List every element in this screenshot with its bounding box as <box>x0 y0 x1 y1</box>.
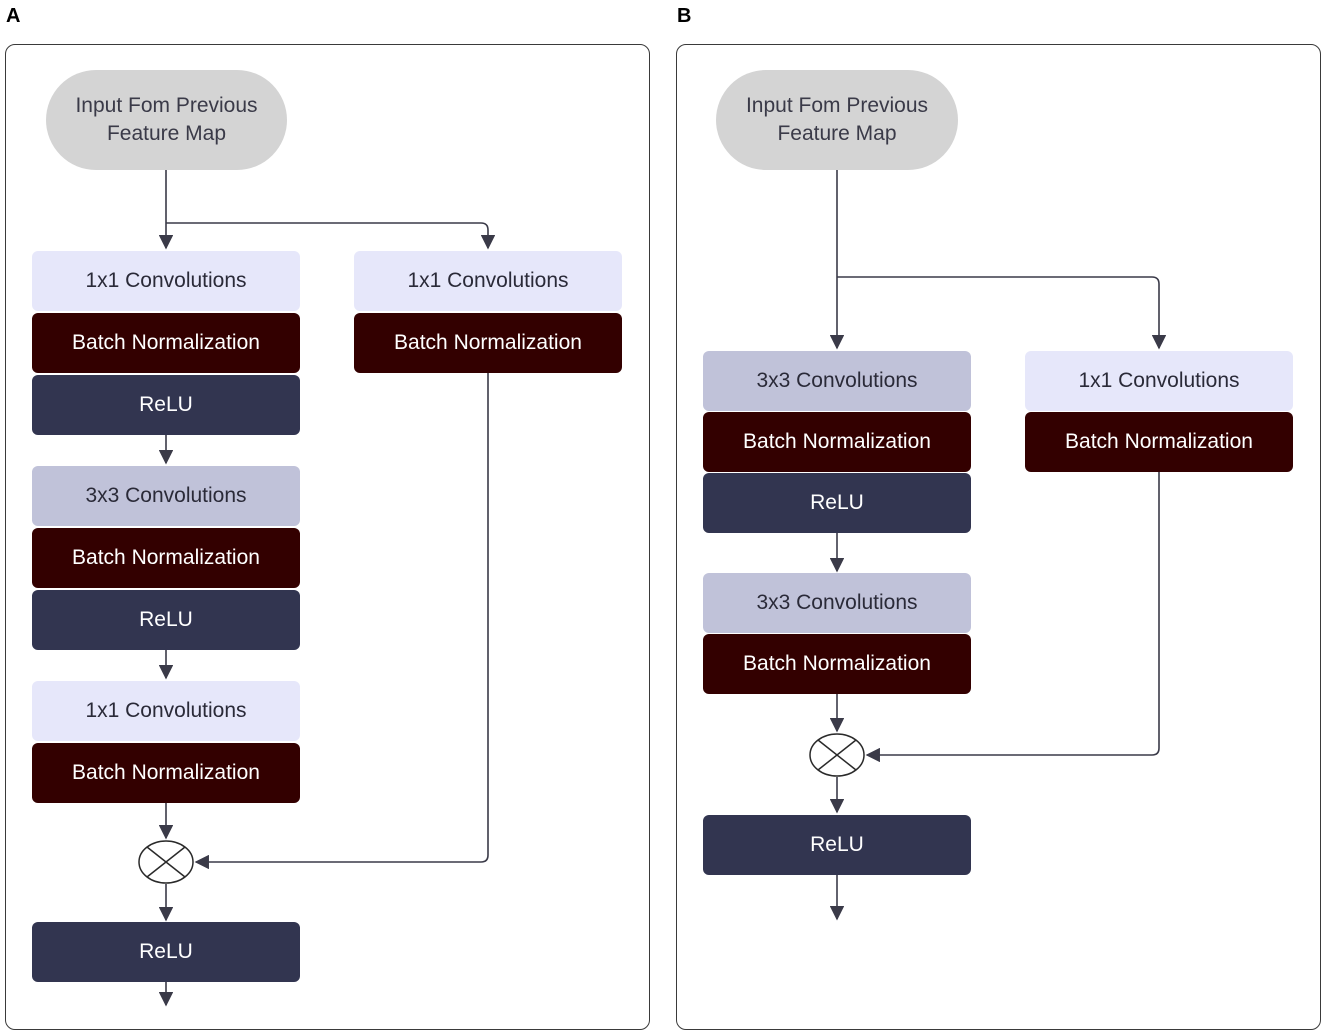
b-shortcut-batchnorm: Batch Normalization <box>1025 412 1293 472</box>
b-main-batchnorm-2: Batch Normalization <box>703 634 971 694</box>
merge-node-b <box>809 733 865 777</box>
panel-a-label: A <box>6 5 21 27</box>
edge-a-shortcut-to-add <box>194 373 489 870</box>
a-input-node: Input Fom Previous Feature Map <box>46 70 287 170</box>
b-main-batchnorm-1: Batch Normalization <box>703 412 971 472</box>
a-main-conv3x3: 3x3 Convolutions <box>32 466 300 526</box>
b-output-relu: ReLU <box>703 815 971 875</box>
a-main-conv1x1-1: 1x1 Convolutions <box>32 251 300 311</box>
b-shortcut-conv1x1: 1x1 Convolutions <box>1025 351 1293 411</box>
a-main-batchnorm-3: Batch Normalization <box>32 743 300 803</box>
a-main-batchnorm-1: Batch Normalization <box>32 313 300 373</box>
a-shortcut-conv1x1: 1x1 Convolutions <box>354 251 622 311</box>
a-main-batchnorm-2: Batch Normalization <box>32 528 300 588</box>
a-output-relu: ReLU <box>32 922 300 982</box>
b-main-relu: ReLU <box>703 473 971 533</box>
a-input-label: Input Fom Previous Feature Map <box>75 94 258 145</box>
edge-b-shortcut-to-add <box>865 472 1160 763</box>
a-main-conv1x1-2: 1x1 Convolutions <box>32 681 300 741</box>
b-input-node: Input Fom Previous Feature Map <box>716 70 958 170</box>
a-shortcut-batchnorm: Batch Normalization <box>354 313 622 373</box>
b-main-conv3x3-1: 3x3 Convolutions <box>703 351 971 411</box>
a-main-relu-2: ReLU <box>32 590 300 650</box>
merge-node-a <box>138 840 194 884</box>
edge-b-input-to-shortcut <box>837 276 1167 350</box>
b-main-conv3x3-2: 3x3 Convolutions <box>703 573 971 633</box>
panel-b-label: B <box>677 5 692 27</box>
edge-a-input-to-shortcut <box>166 222 496 250</box>
b-input-label: Input Fom Previous Feature Map <box>745 94 929 145</box>
a-main-relu-1: ReLU <box>32 375 300 435</box>
